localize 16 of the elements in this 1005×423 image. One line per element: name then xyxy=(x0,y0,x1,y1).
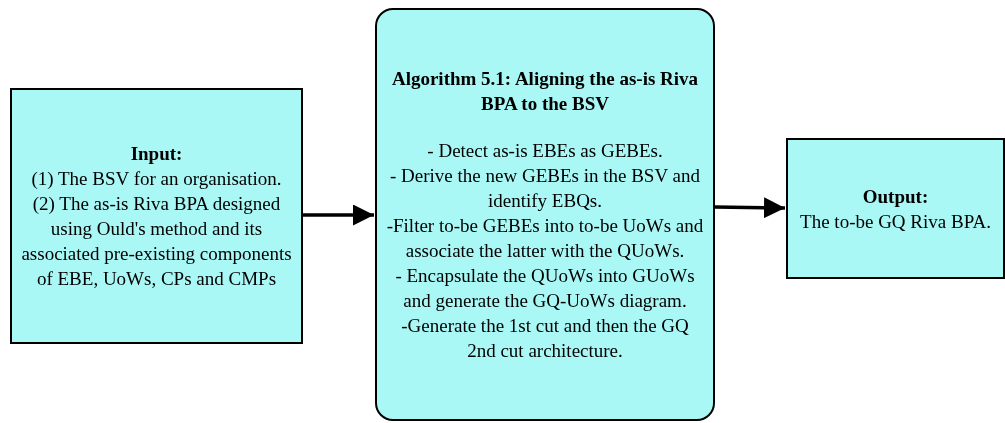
arrow xyxy=(303,204,374,226)
body-text: (2) The as-is Riva BPA designed using Ould's method and its associated pre-existing components of EBE, UoWs, CPs and CMPs xyxy=(20,192,293,291)
body-text: (1) The BSV for an organisation. xyxy=(30,167,283,191)
body-text: The to-be GQ Riva BPA. xyxy=(799,209,992,234)
body-text: -Generate the 1st cut and then the GQ 2nd cut architecture. xyxy=(400,314,690,363)
arrow xyxy=(714,197,786,219)
heading: Output: xyxy=(861,184,930,209)
body-text: - Encapsulate the QUoWs into GUoWs and generate the GQ-UoWs diagram. xyxy=(394,264,696,313)
heading: Algorithm 5.1: Aligning the as-is Riva BPA to the BSV xyxy=(390,67,700,116)
algorithm-box xyxy=(375,8,715,421)
body-text: - Detect as-is EBEs as GEBEs. xyxy=(426,139,664,163)
body-text: -Filter to-be GEBEs into to-be UoWs and associate the latter with the QUoWs. xyxy=(385,214,705,263)
process-box xyxy=(10,88,303,344)
heading: Input: xyxy=(129,142,184,166)
process-box xyxy=(786,138,1005,279)
body-text: - Derive the new GEBEs in the BSV and identify EBQs. xyxy=(389,164,701,213)
